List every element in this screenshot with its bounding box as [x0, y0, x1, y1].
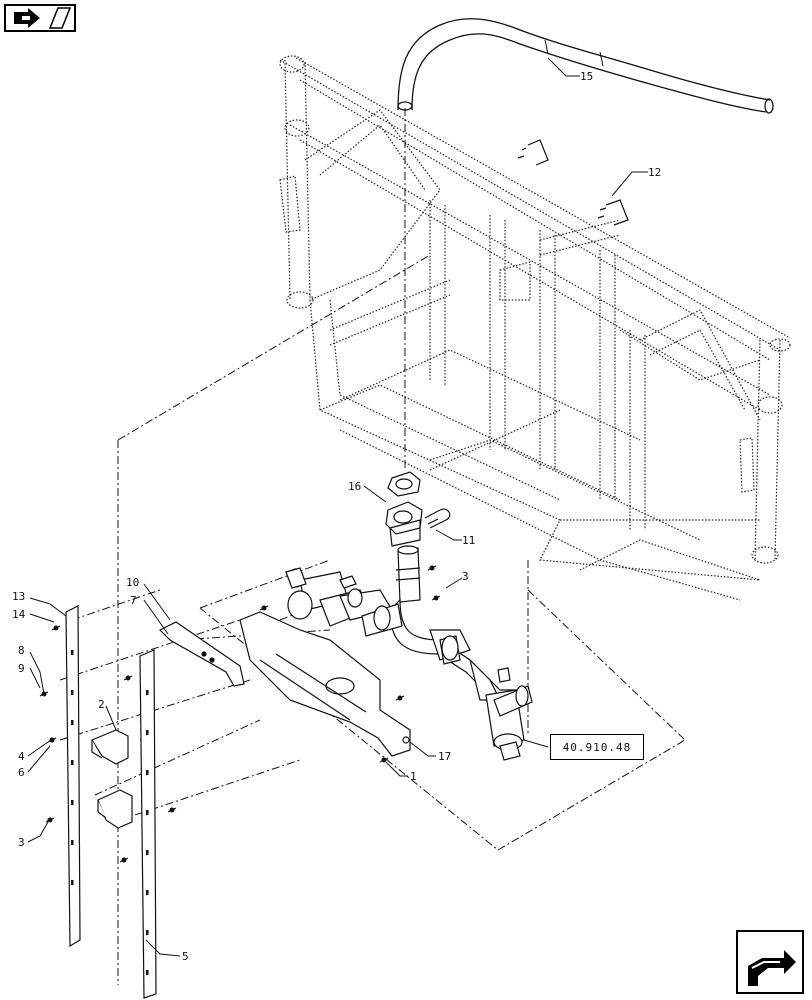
support-bar-holes: [71, 650, 149, 975]
callout-17: 17: [438, 750, 451, 763]
bracket-part: [91, 729, 133, 829]
u-bolt-part: [517, 139, 629, 226]
callout-9: 9: [18, 662, 25, 675]
callout-14: 14: [12, 608, 26, 621]
callout-labels: 15 12 16 11 3 10 7 13 14 8 9 2 4 6 3 17 …: [12, 70, 661, 963]
callout-12: 12: [648, 166, 661, 179]
callout-6: 6: [18, 766, 25, 779]
callout-8: 8: [18, 644, 25, 657]
callout-11: 11: [462, 534, 475, 547]
callout-leaders: [27, 57, 648, 957]
callout-1: 1: [410, 770, 417, 783]
callout-7: 7: [130, 594, 137, 607]
valve-manifold-part: [285, 545, 533, 761]
next-page-arrow-icon: [748, 950, 796, 986]
callout-3-upper: 3: [462, 570, 469, 583]
support-bar-part: [65, 605, 157, 999]
callout-15: 15: [580, 70, 593, 83]
callout-4: 4: [18, 750, 25, 763]
previous-page-button[interactable]: [4, 4, 76, 32]
callout-10: 10: [126, 576, 139, 589]
callout-2: 2: [98, 698, 105, 711]
reference-link-box[interactable]: 40.910.48: [550, 734, 644, 760]
hose-part: [397, 18, 774, 114]
folded-arrow-icon: [14, 7, 72, 29]
callout-5: 5: [182, 950, 189, 963]
gasket-part: [385, 471, 423, 547]
boom-frame: [279, 55, 791, 601]
callout-13: 13: [12, 590, 25, 603]
callout-3-lower: 3: [18, 836, 25, 849]
next-page-button[interactable]: [736, 930, 804, 994]
callout-16: 16: [348, 480, 361, 493]
clip-part: [424, 508, 451, 529]
mounting-plate-part: [158, 611, 411, 757]
